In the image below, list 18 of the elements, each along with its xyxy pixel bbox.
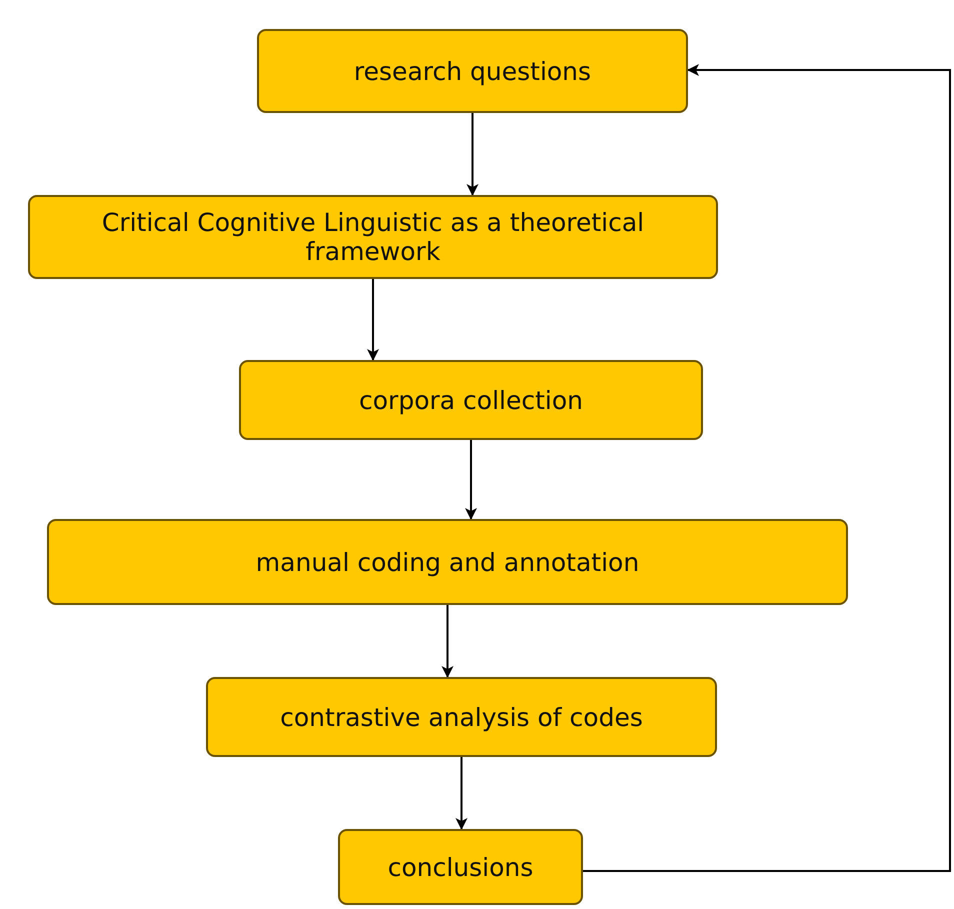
process-box	[239, 360, 703, 440]
process-box	[338, 829, 583, 905]
process-box	[206, 677, 717, 757]
box-label: research questions	[354, 56, 592, 86]
process-box	[28, 195, 718, 279]
process-box	[257, 29, 688, 113]
arrow	[583, 64, 951, 872]
arrow	[466, 113, 478, 196]
process-box	[47, 519, 848, 605]
box-label: contrastive analysis of codes	[280, 702, 643, 732]
box-label: conclusions	[388, 852, 534, 882]
box-label: Critical Cognitive Linguistic as a theoretical framework	[100, 208, 646, 266]
arrow	[465, 440, 477, 520]
arrow	[456, 757, 468, 830]
box-label: corpora collection	[359, 386, 583, 414]
box-label: manual coding and annotation	[256, 548, 640, 576]
arrow	[442, 605, 454, 678]
arrow	[367, 279, 379, 361]
